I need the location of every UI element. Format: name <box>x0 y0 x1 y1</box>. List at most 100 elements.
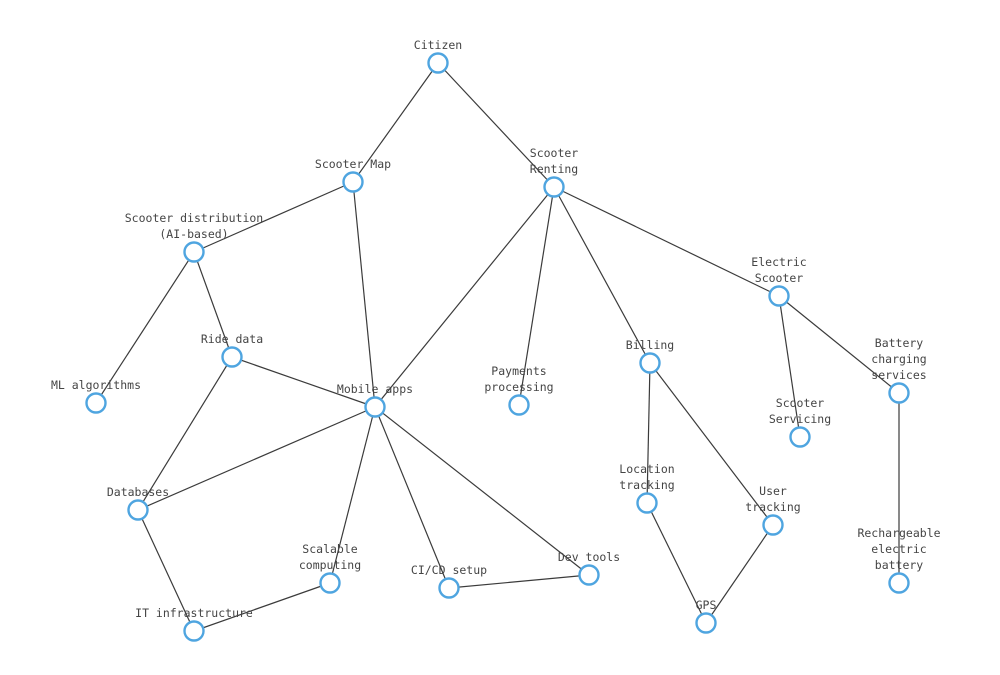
node-circle-user-tracking[interactable] <box>762 514 784 536</box>
node-label-line: CI/CD setup <box>411 563 487 577</box>
node-label-line: electric <box>871 542 926 556</box>
node-label-ride-data: Ride data <box>201 332 263 346</box>
node-label-line: computing <box>299 558 361 572</box>
node-label-payments-processing: Payments processing <box>484 364 553 394</box>
node-label-line: Dev tools <box>558 550 620 564</box>
node-circle-rechargeable-battery[interactable] <box>888 572 910 594</box>
node-label-line: Scooter <box>776 396 825 410</box>
edge-user-tracking--gps <box>705 524 774 624</box>
edge-scooter-distribution--ride-data <box>193 251 233 358</box>
node-circle-scooter-distribution[interactable] <box>183 241 205 263</box>
node-label-cicd-setup: CI/CD setup <box>411 563 487 577</box>
node-circle-electric-scooter[interactable] <box>768 285 790 307</box>
node-label-line: Billing <box>626 338 674 352</box>
edge-billing--location-tracking <box>646 362 651 504</box>
node-cicd-setup[interactable]: CI/CD setup <box>411 563 487 599</box>
node-ml-algorithms[interactable]: ML algorithms <box>51 378 141 414</box>
node-circle-battery-charging[interactable] <box>888 382 910 404</box>
edge-electric-scooter--scooter-servicing <box>778 295 801 438</box>
node-label-line: Mobile apps <box>337 382 413 396</box>
node-circle-location-tracking[interactable] <box>636 492 658 514</box>
node-label-it-infrastructure: IT infrastructure <box>135 606 253 620</box>
node-label-line: processing <box>484 380 553 394</box>
node-mobile-apps[interactable]: Mobile apps <box>337 382 413 418</box>
node-circle-scooter-servicing[interactable] <box>789 426 811 448</box>
node-circle-gps[interactable] <box>695 612 717 634</box>
node-label-line: (AI-based) <box>159 227 228 241</box>
node-label-line: Scooter <box>530 146 579 160</box>
node-circle-dev-tools[interactable] <box>578 564 600 586</box>
edge-scooter-renting--mobile-apps <box>374 186 555 408</box>
node-circle-mobile-apps[interactable] <box>364 396 386 418</box>
edge-mobile-apps--cicd-setup <box>374 406 450 589</box>
node-citizen[interactable]: Citizen <box>414 38 462 74</box>
node-label-line: Electric <box>751 255 806 269</box>
node-payments-processing[interactable]: Payments processing <box>484 364 554 416</box>
node-circle-citizen[interactable] <box>427 52 449 74</box>
edge-mobile-apps--scalable-computing <box>329 406 376 584</box>
node-databases[interactable]: Databases <box>107 485 169 521</box>
node-circle-scalable-computing[interactable] <box>319 572 341 594</box>
node-label-line: Scooter <box>755 271 804 285</box>
edge-cicd-setup--dev-tools <box>448 574 590 589</box>
node-label-scooter-map: Scooter Map <box>315 157 391 171</box>
node-label-line: Scooter distribution <box>125 211 263 225</box>
edge-scooter-renting--electric-scooter <box>553 186 780 297</box>
node-circle-databases[interactable] <box>127 499 149 521</box>
node-label-line: Payments <box>491 364 546 378</box>
edge-ride-data--databases <box>137 356 233 511</box>
node-label-line: GPS <box>696 598 717 612</box>
edges-layer <box>95 62 900 632</box>
edge-location-tracking--gps <box>646 502 707 624</box>
node-label-line: tracking <box>745 500 800 514</box>
node-label-citizen: Citizen <box>414 38 462 52</box>
node-label-gps: GPS <box>696 598 717 612</box>
node-label-line: Databases <box>107 485 169 499</box>
node-billing[interactable]: Billing <box>626 338 674 374</box>
edge-mobile-apps--databases <box>137 406 376 511</box>
node-circle-billing[interactable] <box>639 352 661 374</box>
edge-scooter-map--mobile-apps <box>352 181 376 408</box>
node-circle-it-infrastructure[interactable] <box>183 620 205 642</box>
node-ride-data[interactable]: Ride data <box>201 332 263 368</box>
node-circle-scooter-map[interactable] <box>342 171 364 193</box>
node-circle-ride-data[interactable] <box>221 346 243 368</box>
node-label-line: battery <box>875 558 924 572</box>
node-it-infrastructure[interactable]: IT infrastructure <box>135 606 253 642</box>
node-circle-payments-processing[interactable] <box>508 394 530 416</box>
node-scooter-distribution[interactable]: Scooter distribution (AI-based) <box>125 211 263 263</box>
node-label-line: Servicing <box>769 412 831 426</box>
node-label-line: IT infrastructure <box>135 606 253 620</box>
node-label-line: charging <box>871 352 926 366</box>
node-gps[interactable]: GPS <box>695 598 717 634</box>
node-label-line: Ride data <box>201 332 263 346</box>
node-circle-scooter-renting[interactable] <box>543 176 565 198</box>
edge-mobile-apps--dev-tools <box>374 406 590 576</box>
node-label-dev-tools: Dev tools <box>558 550 620 564</box>
node-label-line: Citizen <box>414 38 462 52</box>
edge-citizen--scooter-renting <box>437 62 555 188</box>
node-scooter-map[interactable]: Scooter Map <box>315 157 391 193</box>
node-dev-tools[interactable]: Dev tools <box>558 550 620 586</box>
node-circle-cicd-setup[interactable] <box>438 577 460 599</box>
edge-scooter-renting--payments-processing <box>518 186 555 406</box>
node-label-mobile-apps: Mobile apps <box>337 382 413 396</box>
node-circle-ml-algorithms[interactable] <box>85 392 107 414</box>
node-label-line: Scooter Map <box>315 157 391 171</box>
